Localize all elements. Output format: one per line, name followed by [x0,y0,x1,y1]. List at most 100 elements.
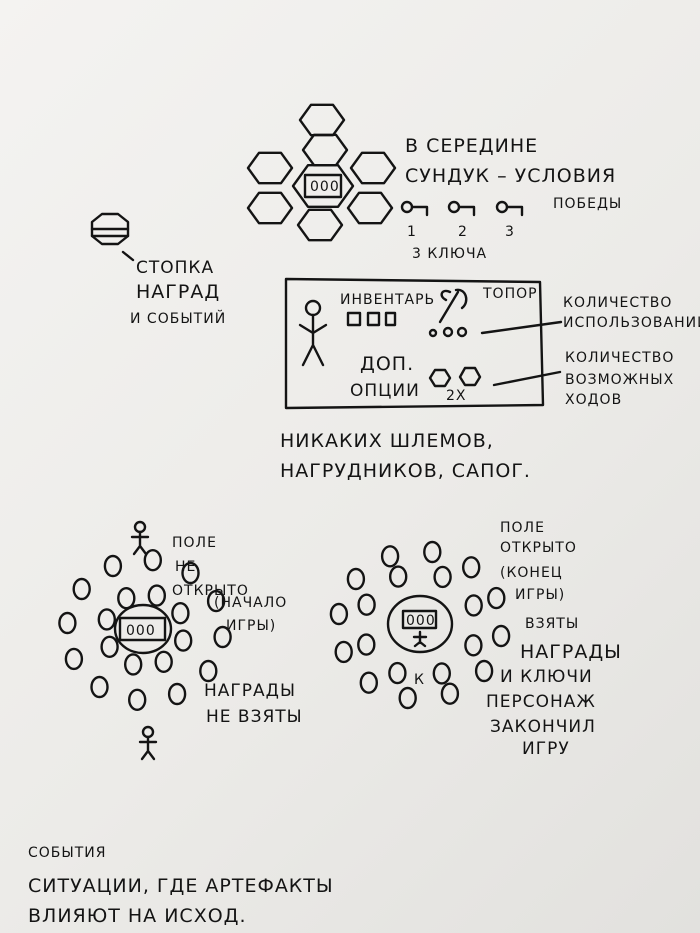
center-area [113,603,173,655]
field-cell [167,682,187,706]
hex-tile [349,151,397,185]
field-cell [389,565,408,588]
field-closed-label: ПОЛЕ [172,535,217,551]
field-open-label: ОТКРЫТО [500,540,577,556]
hex-tile [246,191,294,225]
inventory-slots [346,311,397,327]
field-cell [199,659,218,683]
field-cell [464,594,483,617]
use-count-dots [428,326,468,338]
field-cell [143,549,163,572]
stack-label: СТОПКА [136,258,214,278]
field-open-label: ИГРЫ) [515,587,565,603]
axe-label: ТОПОР [482,286,538,302]
callout-moves: ВОЗМОЖНЫХ [565,372,674,388]
field-cell [64,647,84,671]
hex-tile [291,163,355,209]
field-cell [423,540,442,564]
note-center: В СЕРЕДИНЕ [405,135,538,157]
key-number: 3 [505,224,515,240]
field-open-label: ВЗЯТЫ [525,616,579,632]
hex-tile [346,191,394,225]
field-cell [357,593,376,616]
character-card [284,277,545,410]
field-open-label: ИГРУ [522,739,570,759]
field-cell [462,556,481,579]
events-note: СИТУАЦИИ, ГДЕ АРТЕФАКТЫ [28,875,334,897]
callout-moves: ХОДОВ [565,392,622,408]
field-cell [117,587,136,610]
events-note: ВЛИЯЮТ НА ИСХОД. [28,905,247,927]
options-label: ДОП. [360,353,414,375]
key-mark: К [414,672,425,688]
field-open-label: ПОЛЕ [500,520,545,536]
no-gear-note: НИКАКИХ ШЛЕМОВ, [280,430,494,452]
center-area [386,594,454,654]
key-number: 2 [458,224,468,240]
field-cell [359,671,378,694]
hex-tile [296,208,344,242]
field-cell [213,625,232,649]
multiplier-label: 2Х [446,388,467,404]
field-cell [380,545,400,568]
field-cell [388,661,407,685]
field-open-label: (КОНЕЦ [500,565,563,581]
callout-uses: ИСПОЛЬЗОВАНИЙ [563,313,700,331]
field-cell [147,584,167,607]
field-cell [432,662,451,685]
field-cell [90,675,109,699]
chest-code: 000 [310,179,340,195]
keys-label: 3 КЛЮЧА [412,246,487,262]
field-cell [398,686,417,710]
field-closed-sketch [58,549,232,711]
field-cell [433,565,452,589]
field-cell [154,650,173,673]
field-cell [346,567,366,591]
field-cell [329,602,349,626]
field-cell [72,577,91,601]
field-cell [97,608,117,631]
callout-uses: КОЛИЧЕСТВО [563,295,672,311]
field-cell [474,659,494,683]
field-open-label: НАГРАДЫ [520,641,622,663]
hex-tile [298,103,346,137]
rewards-not-taken: НАГРАДЫ [204,681,296,701]
chest-icon [118,616,167,642]
field-cell [103,554,123,578]
events-note: СОБЫТИЯ [28,845,107,861]
player-figure-icon [130,520,158,761]
no-gear-note: НАГРУДНИКОВ, САПОГ. [280,460,531,482]
inventory-label: ИНВЕНТАРЬ [340,292,435,308]
field-cell [173,629,193,652]
hex-board-sketch [246,103,397,242]
chest-code: 000 [406,613,436,629]
options-label: ОПЦИИ [350,381,420,401]
axe-icon [438,288,468,324]
note-chest-victory: СУНДУК – УСЛОВИЯ [405,165,616,187]
field-open-sketch [329,540,511,710]
field-cell [440,682,460,705]
field-cell [464,634,483,657]
field-cell [58,611,77,635]
move-hex-icons [428,366,482,388]
field-open-label: ПЕРСОНАЖ [486,692,596,712]
rewards-not-taken: НЕ ВЗЯТЫ [206,707,303,727]
hex-tile [301,133,349,167]
field-open-label: ЗАКОНЧИЛ [490,717,596,737]
field-cell [127,688,147,711]
field-cell [171,602,190,625]
callout-line [492,370,562,387]
field-cell [181,561,200,585]
chest-code: 000 [126,623,156,639]
field-closed-label: ИГРЫ) [226,618,276,634]
field-closed-label: (НАЧАЛО [214,595,287,611]
field-cell [334,640,353,664]
character-figure-icon [298,299,328,367]
key-number: 1 [407,224,417,240]
chest-icon [303,173,343,199]
callout-line [480,320,563,335]
field-cell [123,653,143,676]
field-cell [491,624,511,648]
callout-moves: КОЛИЧЕСТВО [565,350,674,366]
